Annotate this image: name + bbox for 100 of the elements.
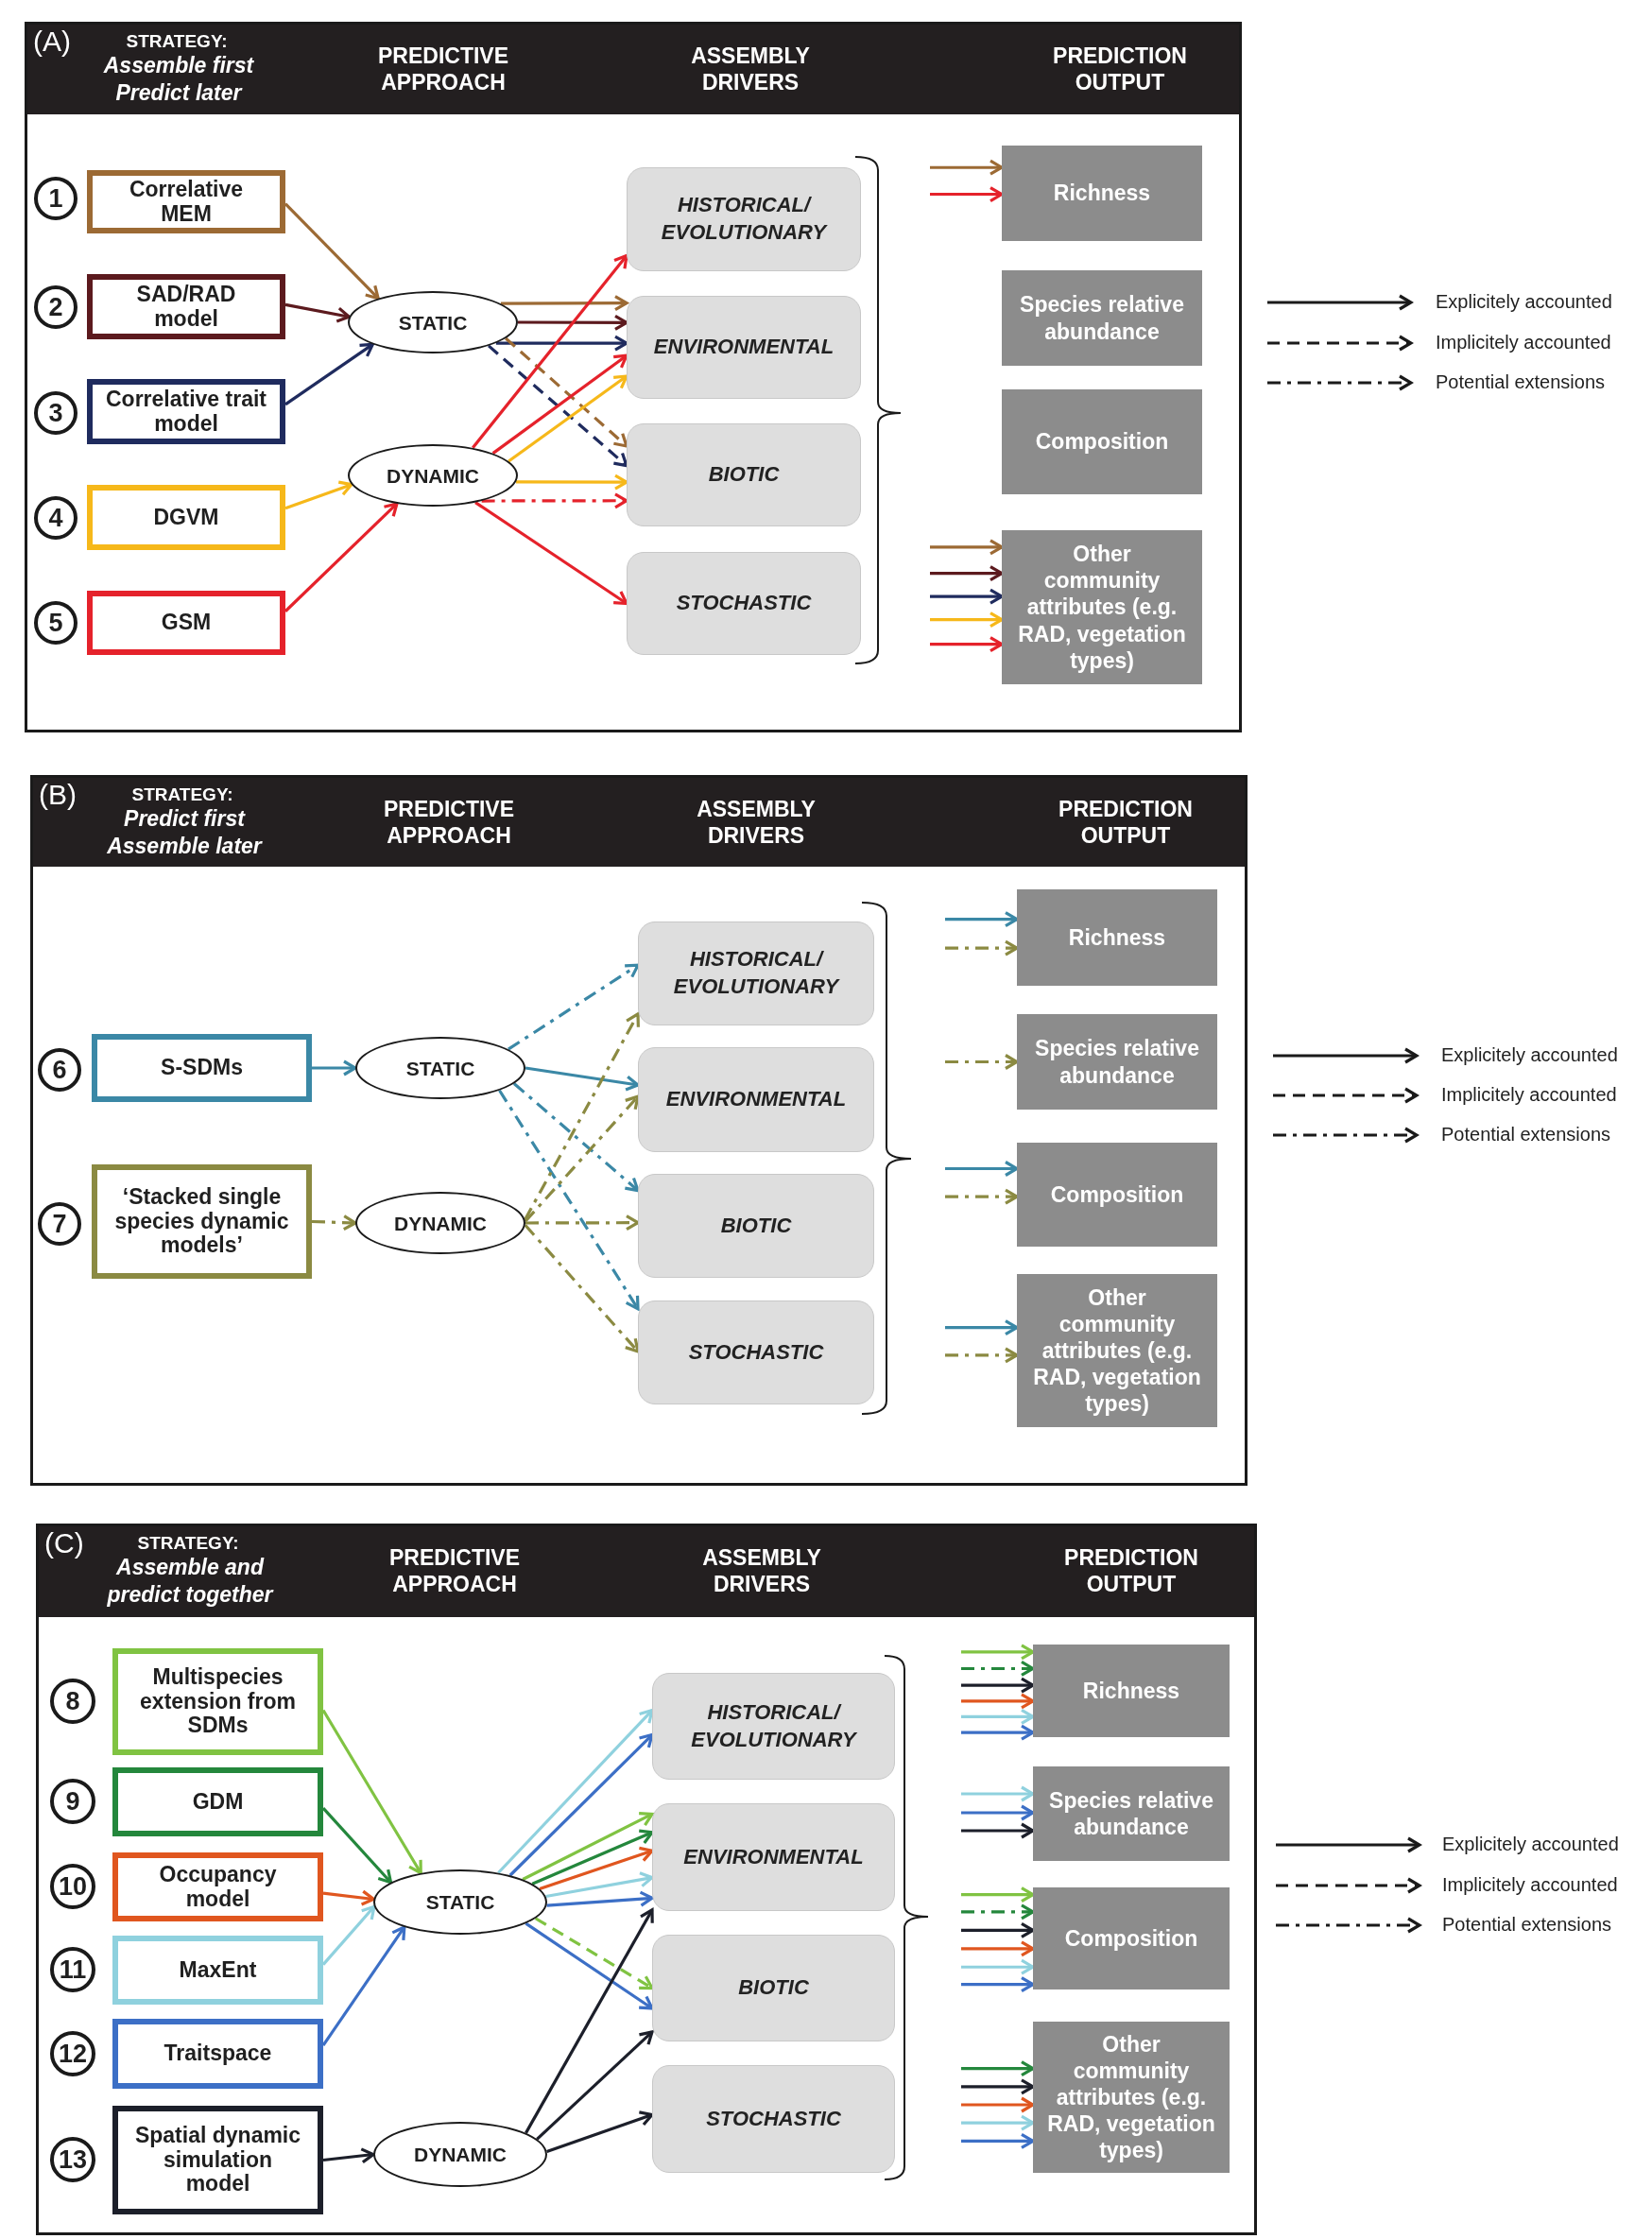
arrow [945, 1347, 1019, 1364]
arrow [961, 2060, 1035, 2077]
arrow [481, 492, 628, 509]
strategy-text: Assemble and predict together [106, 1554, 275, 1609]
arrow [536, 2030, 654, 2141]
output-box: Composition [1033, 1887, 1230, 1989]
arrow [545, 1871, 654, 1899]
column-heading: PREDICTIVE APPROACH [388, 1544, 521, 1597]
driver-box: BIOTIC [638, 1174, 874, 1278]
model-box: Correlative MEM [87, 170, 285, 233]
arrow [321, 1904, 376, 1966]
arrow [961, 2096, 1035, 2113]
number-circle: 8 [50, 1679, 95, 1724]
panel-letter: (C) [44, 1526, 85, 1560]
header-band [39, 1526, 1254, 1617]
column-heading: PREDICTIVE APPROACH [377, 43, 509, 95]
arrow [518, 314, 628, 331]
model-box: Multispecies extension from SDMs [112, 1648, 323, 1755]
column-heading: PREDICTION OUTPUT [1063, 1544, 1199, 1597]
arrow [500, 295, 628, 312]
output-box: Species relative abundance [1002, 270, 1202, 366]
arrow [508, 963, 640, 1051]
arrow [961, 1785, 1035, 1802]
legend-label: Potential extensions [1442, 1914, 1611, 1936]
arrow [961, 2114, 1035, 2131]
driver-box: STOCHASTIC [627, 552, 861, 655]
arrow [495, 335, 628, 352]
arrow [945, 1319, 1019, 1336]
column-heading: ASSEMBLY DRIVERS [696, 796, 817, 849]
arrow [524, 1012, 640, 1221]
arrow [497, 1708, 654, 1874]
column-heading: ASSEMBLY DRIVERS [701, 1544, 822, 1597]
arrow [522, 1811, 654, 1881]
model-box: GSM [87, 591, 285, 655]
driver-box: ENVIRONMENTAL [638, 1047, 874, 1152]
arrow [311, 1214, 357, 1231]
arrow [284, 502, 399, 612]
arrow [961, 1660, 1035, 1678]
arrow [930, 565, 1004, 582]
arrow [534, 1917, 654, 1990]
arrow [961, 1693, 1035, 1710]
arrow [961, 2078, 1035, 2095]
approach-ellipse: DYNAMIC [373, 2122, 547, 2187]
number-circle: 11 [50, 1947, 95, 1992]
number-circle: 2 [34, 285, 77, 329]
model-box: DGVM [87, 485, 285, 550]
arrow [930, 539, 1004, 556]
arrow [945, 1188, 1019, 1205]
driver-box: BIOTIC [627, 423, 861, 526]
driver-box: ENVIRONMENTAL [627, 296, 861, 399]
output-box: Composition [1017, 1143, 1217, 1247]
strategy-label: STRATEGY: [136, 1532, 240, 1554]
arrow [930, 159, 1004, 176]
arrow [322, 1889, 375, 1906]
number-circle: 5 [34, 601, 77, 645]
arrow [508, 374, 628, 463]
number-circle: 1 [34, 177, 77, 220]
arrow [961, 1822, 1035, 1839]
panel-letter: (A) [33, 25, 72, 59]
column-heading: ASSEMBLY DRIVERS [690, 43, 811, 95]
legend-label: Implicitely accounted [1436, 332, 1611, 353]
driver-box: ENVIRONMENTAL [652, 1803, 895, 1911]
arrow [525, 1066, 640, 1092]
arrow [961, 1677, 1035, 1694]
number-circle: 9 [50, 1779, 95, 1824]
panel-frame [36, 1524, 1257, 2235]
output-box: Other community attributes (e.g. RAD, vegetation types) [1033, 2022, 1230, 2173]
number-circle: 13 [50, 2137, 95, 2182]
arrow [284, 202, 380, 301]
column-heading: PREDICTIVE APPROACH [383, 796, 515, 849]
number-circle: 4 [34, 496, 77, 540]
header-band [27, 25, 1239, 114]
strategy-text: Predict first Assemble later [106, 805, 264, 860]
arrow [525, 1908, 654, 2134]
arrow [930, 636, 1004, 653]
arrow [284, 480, 353, 510]
output-box: Composition [1002, 389, 1202, 494]
arrow [284, 342, 374, 406]
model-box: Traitspace [112, 2019, 323, 2089]
driver-box: BIOTIC [652, 1935, 895, 2041]
approach-ellipse: STATIC [355, 1037, 525, 1099]
model-box: ‘Stacked single species dynamic models’ [92, 1164, 312, 1279]
output-box: Richness [1033, 1645, 1230, 1737]
arrow [961, 1903, 1035, 1920]
arrow [546, 2110, 654, 2153]
number-circle: 10 [50, 1864, 95, 1909]
strategy-text: Assemble first Predict later [102, 52, 255, 107]
arrow [498, 1089, 640, 1311]
model-box: Occupancy model [112, 1852, 323, 1921]
legend-label: Explicitely accounted [1436, 291, 1612, 313]
arrow [961, 1708, 1035, 1726]
model-box: Spatial dynamic simulation model [112, 2106, 323, 2214]
arrow [491, 353, 628, 455]
arrow [284, 302, 351, 323]
panel-frame [25, 22, 1242, 732]
panel-letter: (B) [39, 778, 77, 812]
arrow [546, 1890, 654, 1907]
driver-box: HISTORICAL/ EVOLUTIONARY [627, 167, 861, 271]
arrow [961, 1724, 1035, 1741]
output-box: Species relative abundance [1033, 1766, 1230, 1861]
